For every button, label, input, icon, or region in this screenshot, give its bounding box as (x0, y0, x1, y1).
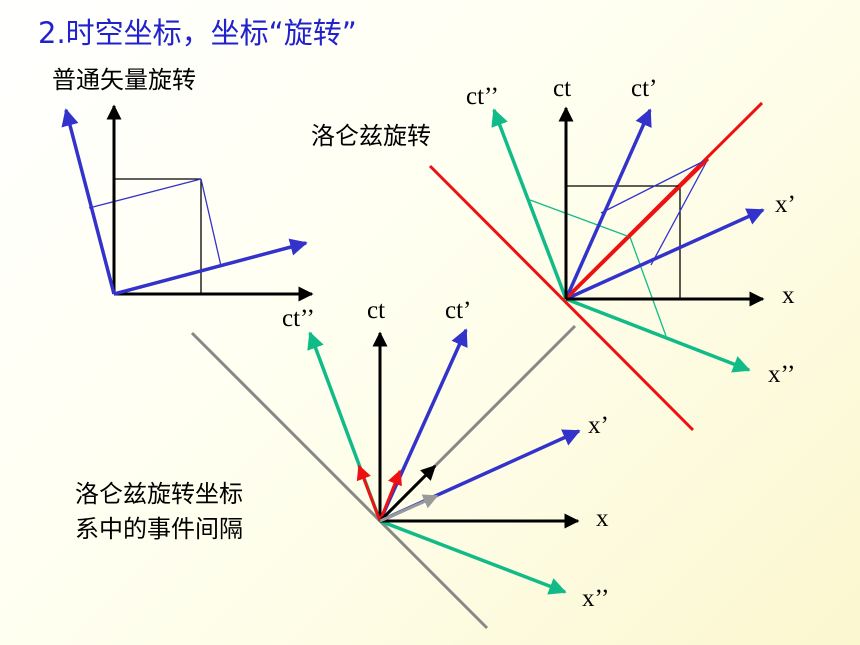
ct-label: ct (367, 297, 385, 324)
ct-prime-axis (564, 108, 652, 300)
lorentz-rotation-diagram: 洛仑兹旋转 ct’’ ct ct’ x’ x x’’ (311, 75, 796, 432)
rotated-projection-line (88, 178, 202, 209)
lorentz-rotation-heading: 洛仑兹旋转 (311, 122, 431, 150)
event-interval-heading-line1: 洛仑兹旋转坐标 (75, 480, 243, 508)
slide-title: 2.时空坐标，坐标“旋转” (38, 16, 357, 50)
interval-vector (378, 464, 437, 523)
prime-projection-line (600, 158, 709, 214)
ct-label: ct (553, 75, 571, 102)
ct-prime-label: ct’ (631, 75, 657, 102)
event-vector (564, 157, 710, 301)
x-prime-label: x’ (775, 191, 796, 218)
interval-vector-prime (378, 469, 402, 522)
light-cone-line (190, 331, 489, 630)
x-label: x (782, 282, 795, 309)
x-prime-label: x’ (588, 412, 609, 439)
rotated-projection-line (200, 178, 222, 267)
ordinary-rotation-diagram: 普通矢量旋转 (52, 66, 314, 302)
x-double-prime-axis (379, 519, 567, 595)
ct-double-prime-label: ct’’ (282, 305, 315, 332)
prime-projection-line (650, 158, 709, 266)
event-interval-heading-line2: 系中的事件间隔 (75, 515, 243, 543)
ct-double-prime-label: ct’’ (466, 83, 499, 110)
x-double-prime-label: x’’ (768, 361, 795, 388)
ordinary-rotation-heading: 普通矢量旋转 (52, 66, 196, 94)
event-interval-diagram: 洛仑兹旋转坐标 系中的事件间隔 ct’’ ct ct’ x’ x x’’ (75, 297, 609, 630)
ct-double-prime-axis (491, 108, 568, 300)
rotated-vertical-axis (61, 108, 116, 295)
x-label: x (596, 505, 609, 532)
rotated-horizontal-axis (113, 238, 308, 296)
light-cone-line (428, 164, 695, 432)
x-double-prime-label: x’’ (582, 585, 609, 612)
x-double-prime-axis (565, 297, 751, 373)
ct-prime-label: ct’ (445, 297, 471, 324)
interval-vector-double-prime (356, 464, 382, 522)
x-prime-axis (565, 208, 765, 301)
double-prime-projection-line (629, 236, 667, 337)
double-prime-projection-line (529, 199, 631, 238)
interval-vector-gray (379, 494, 439, 523)
